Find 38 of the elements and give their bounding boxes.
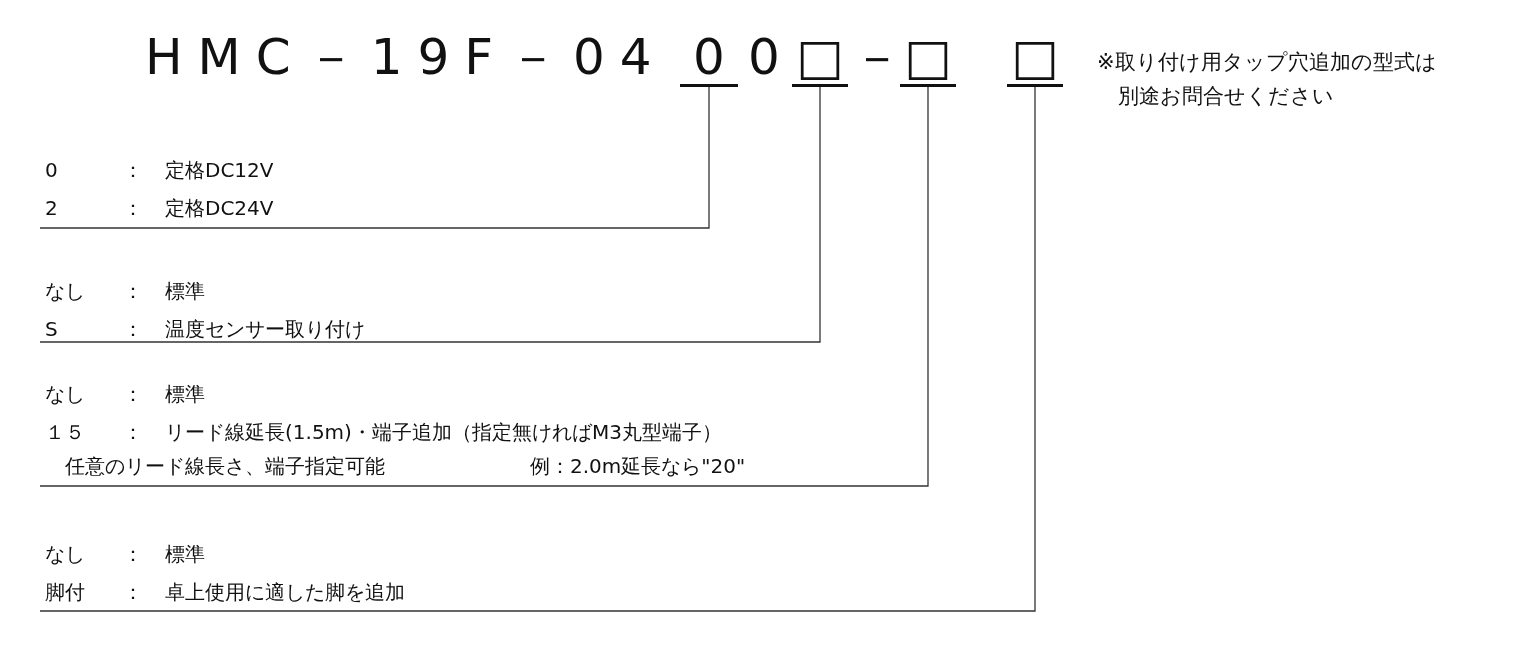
option-code: なし (45, 279, 85, 303)
option-code: 0 (45, 158, 58, 182)
leader-line (39, 86, 821, 343)
option-description: 定格DC12V (165, 158, 274, 182)
option-code: S (45, 317, 58, 341)
separator: ： (123, 158, 143, 182)
option-description: 標準 (165, 382, 205, 406)
separator: ： (123, 580, 143, 604)
model-code-prefix: HMC－19F－04 (145, 30, 668, 84)
separator: ： (123, 196, 143, 220)
leader-line (39, 86, 710, 229)
option-description: リード線延長(1.5m)・端子追加（指定無ければM3丸型端子） (165, 420, 722, 444)
separator: ： (123, 420, 143, 444)
separator: ： (123, 542, 143, 566)
code-slot: □ (904, 28, 952, 86)
separator: ： (123, 279, 143, 303)
option-description: 標準 (165, 542, 205, 566)
example-note: 例：2.0m延長なら"20" (530, 454, 746, 478)
option-code: 脚付 (45, 580, 85, 604)
code-slot: □ (796, 28, 844, 86)
separator: ： (123, 317, 143, 341)
option-code: １５ (45, 420, 85, 444)
leader-line (39, 86, 929, 487)
option-note: 任意のリード線長さ、端子指定可能 (65, 454, 385, 478)
footnote: ※取り付け用タップ穴追加の型式は別途お問合せください (1097, 49, 1438, 110)
option-code: なし (45, 382, 85, 406)
option-description: 標準 (165, 279, 205, 303)
code-slot: □ (1011, 28, 1059, 86)
leader-line (39, 86, 1036, 612)
option-code: なし (45, 542, 85, 566)
code-dash: － (852, 30, 902, 84)
option-code: 2 (45, 196, 58, 220)
separator: ： (123, 382, 143, 406)
code-digit: 0 (748, 30, 780, 84)
option-description: 定格DC24V (165, 196, 274, 220)
option-description: 卓上使用に適した脚を追加 (165, 580, 405, 604)
option-description: 温度センサー取り付け (165, 317, 365, 341)
code-digit: 0 (693, 28, 725, 86)
